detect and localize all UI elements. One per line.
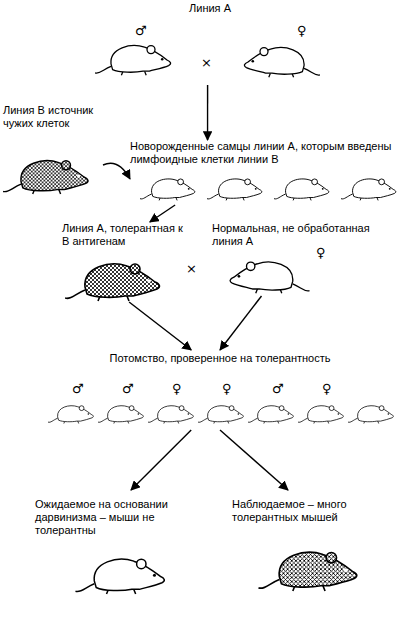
mouse-offspring — [298, 406, 343, 424]
mouse-newborn — [140, 179, 195, 201]
caption-text: Потомство, проверенное на толерантность — [40, 352, 400, 365]
flow-arrow — [150, 205, 175, 222]
symbol-label: ♂ — [272, 382, 284, 396]
mouse-offspring — [48, 406, 93, 424]
figure-group: Потомство, проверенное на толерантность — [40, 350, 400, 430]
flow-arrow — [103, 163, 130, 179]
mouse-female — [244, 48, 320, 78]
mouse-newborn — [274, 179, 329, 201]
caption-text: Линия А — [90, 2, 330, 15]
flow-arrow — [131, 430, 191, 490]
figure-group: Наблюдаемое – много толерантных мышей — [232, 490, 392, 605]
mouse-normal-group — [230, 262, 309, 293]
mouse-offspring — [248, 406, 293, 424]
figure-group: Линия А, толерантная к В антигенам — [62, 222, 184, 302]
symbol-label: ♀ — [297, 24, 307, 38]
mouse-expected — [76, 559, 165, 594]
figure-group: Ожидаемое на основании дарвинизма – мыши… — [35, 490, 195, 605]
caption-text: Линия А, толерантная к В антигенам — [62, 222, 184, 248]
figure-group: Нормальная, не обработанная линия А — [212, 222, 377, 296]
mouse-normal — [230, 262, 309, 293]
caption-text: Ожидаемое на основании дарвинизма – мыши… — [35, 498, 195, 537]
symbol-label: ♂ — [122, 382, 134, 396]
caption-text: Новорожденные самцы линии А, которым вве… — [130, 140, 412, 166]
caption-text: Линия В источник чужих клеток — [3, 104, 103, 130]
symbol-label: ♀ — [316, 246, 326, 260]
figure-group: Линия В источник чужих клеток — [3, 100, 103, 200]
mouse-offspring — [348, 406, 393, 424]
flow-arrow — [220, 296, 262, 350]
mouse-newborn — [341, 179, 396, 201]
mouse-tolerant — [65, 264, 159, 301]
figure-group: Линия А — [90, 2, 330, 85]
symbol-label: ♂ — [135, 24, 147, 38]
mouse-offspring — [198, 406, 243, 424]
mouse-offspring — [98, 406, 143, 424]
symbol-label: ♀ — [222, 382, 232, 396]
caption-text: Нормальная, не обработанная линия А — [212, 222, 377, 248]
mouse-male — [95, 46, 171, 76]
mouse-observed — [259, 552, 357, 591]
symbol-label: ♀ — [322, 382, 332, 396]
mouse-female-group — [244, 48, 320, 78]
figure-group: Новорожденные самцы линии А, которым вве… — [130, 140, 412, 205]
mouse-offspring — [148, 406, 193, 424]
mouse-donor — [3, 161, 88, 194]
symbol-label: × — [201, 56, 212, 70]
flow-arrow — [207, 85, 208, 140]
caption-text: Наблюдаемое – много толерантных мышей — [232, 498, 392, 524]
symbol-label: ♂ — [72, 382, 84, 396]
symbol-label: × — [186, 262, 197, 276]
symbol-label: ♀ — [172, 382, 182, 396]
flow-arrow — [220, 430, 288, 490]
flow-arrow — [129, 302, 191, 350]
mouse-newborn — [207, 179, 262, 201]
